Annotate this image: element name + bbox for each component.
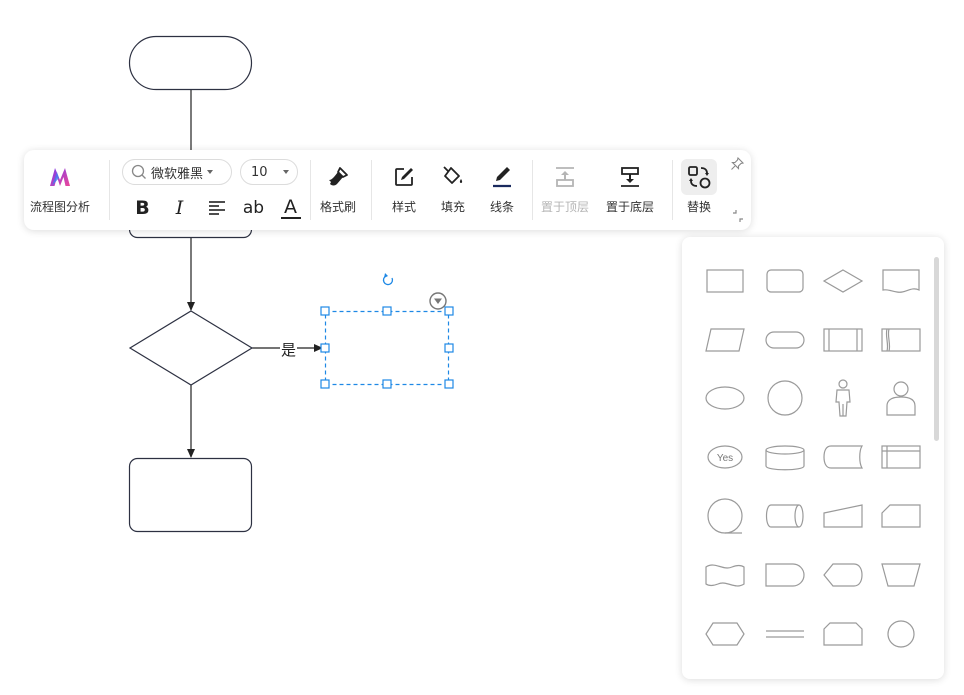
line-button[interactable]: 线条 <box>487 162 517 215</box>
font-color-underline <box>280 216 301 219</box>
shape-connector-circle[interactable] <box>877 614 925 654</box>
shape-stored-data[interactable] <box>819 437 867 477</box>
shape-predefined-process[interactable] <box>819 320 867 360</box>
pin-icon[interactable] <box>730 156 745 175</box>
yes-shape-text: Yes <box>717 453 733 464</box>
align-button[interactable] <box>198 194 235 222</box>
panel-scrollbar[interactable] <box>934 257 939 441</box>
shape-user[interactable] <box>877 378 925 418</box>
font-size-value: 10 <box>251 164 268 180</box>
shape-hexagon[interactable] <box>701 614 749 654</box>
chevron-down-icon <box>283 170 289 174</box>
resize-handle-sw[interactable] <box>320 379 330 389</box>
replace-label: 替换 <box>686 200 711 214</box>
flowchart-analysis-label: 流程图分析 <box>30 200 91 214</box>
style-label: 样式 <box>391 200 416 214</box>
shape-library-panel: Yes <box>682 237 944 679</box>
shape-card[interactable] <box>877 496 925 536</box>
resize-handle-se[interactable] <box>444 379 454 389</box>
italic-button[interactable]: I <box>175 197 184 219</box>
resize-handle-n[interactable] <box>382 306 392 316</box>
resize-handle-e[interactable] <box>444 343 454 353</box>
style-button[interactable]: 样式 <box>389 162 419 215</box>
shape-manual-operation[interactable] <box>877 555 925 595</box>
collapse-icon[interactable] <box>731 208 745 227</box>
toolbar-divider <box>109 160 110 220</box>
shape-cylinder[interactable] <box>761 437 809 477</box>
shape-internal-storage[interactable] <box>877 437 925 477</box>
format-painter-button[interactable]: 格式刷 <box>320 162 356 215</box>
flowchart-analysis-logo-icon <box>45 162 75 192</box>
format-painter-label: 格式刷 <box>320 200 357 214</box>
shape-display[interactable] <box>819 555 867 595</box>
flowchart-analysis-button[interactable]: 流程图分析 <box>30 162 90 215</box>
resize-handle-ne[interactable] <box>444 306 454 316</box>
chevron-down-icon <box>207 170 214 174</box>
paint-bucket-icon <box>443 166 463 184</box>
font-family-value: 微软雅黑 <box>151 166 204 182</box>
font-color-button[interactable]: A <box>272 194 309 222</box>
shape-rectangle[interactable] <box>701 261 749 301</box>
shape-terminator[interactable] <box>761 320 809 360</box>
format-painter-icon <box>329 167 348 186</box>
resize-handle-s[interactable] <box>382 379 392 389</box>
terminator-start-shape[interactable] <box>128 35 253 91</box>
text-case-button[interactable]: ab <box>242 198 265 218</box>
toolbar-divider <box>310 160 311 220</box>
shape-loop-limit[interactable] <box>819 614 867 654</box>
shape-rounded-rectangle[interactable] <box>761 261 809 301</box>
floating-toolbar: 流程图分析 微软雅黑 10 B I ab A <box>24 150 751 230</box>
fill-label: 填充 <box>440 200 465 214</box>
shape-internal-storage-double[interactable] <box>877 320 925 360</box>
shape-ellipse[interactable] <box>701 378 749 418</box>
pen-line-icon <box>493 167 511 188</box>
toolbar-divider <box>672 160 673 220</box>
replace-shape-icon <box>688 166 711 189</box>
toolbar-divider <box>532 160 533 220</box>
send-to-back-button[interactable]: 置于底层 <box>606 162 654 215</box>
bring-to-front-icon <box>556 167 574 187</box>
shape-circle[interactable] <box>761 378 809 418</box>
shape-menu-icon[interactable] <box>429 292 447 310</box>
shape-parallelogram[interactable] <box>701 320 749 360</box>
toolbar-divider <box>371 160 372 220</box>
shape-delay[interactable] <box>761 555 809 595</box>
font-family-select[interactable]: 微软雅黑 <box>122 159 232 185</box>
shape-tape[interactable] <box>701 555 749 595</box>
replace-button[interactable]: 替换 <box>681 159 717 215</box>
process-end-shape[interactable] <box>128 457 253 533</box>
edge-label-yes[interactable]: 是 <box>280 339 298 360</box>
shape-actor[interactable] <box>819 378 867 418</box>
shape-document[interactable] <box>877 261 925 301</box>
send-to-back-label: 置于底层 <box>606 200 655 214</box>
shape-manual-input[interactable] <box>819 496 867 536</box>
shape-sequential-data[interactable] <box>701 496 749 536</box>
bring-to-front-label: 置于顶层 <box>541 200 590 214</box>
shape-yes-bubble[interactable]: Yes <box>701 437 749 477</box>
resize-handle-w[interactable] <box>320 343 330 353</box>
decision-shape[interactable] <box>128 310 254 386</box>
font-size-select[interactable]: 10 <box>240 159 298 185</box>
font-color-glyph: A <box>284 195 297 218</box>
text-format-row: B I ab A <box>124 194 309 222</box>
shape-diamond[interactable] <box>819 261 867 301</box>
shape-parallel-lines[interactable] <box>761 614 809 654</box>
style-icon <box>395 168 413 186</box>
align-left-icon <box>208 201 225 215</box>
line-label: 线条 <box>489 200 514 214</box>
bring-to-front-button[interactable]: 置于顶层 <box>541 162 589 215</box>
bold-button[interactable]: B <box>135 197 150 219</box>
search-icon <box>131 164 146 179</box>
shape-horizontal-cylinder[interactable] <box>761 496 809 536</box>
selected-shape[interactable] <box>320 273 454 389</box>
rotate-icon[interactable] <box>382 273 394 286</box>
send-to-back-icon <box>621 167 639 187</box>
fill-button[interactable]: 填充 <box>438 162 468 215</box>
resize-handle-nw[interactable] <box>320 306 330 316</box>
